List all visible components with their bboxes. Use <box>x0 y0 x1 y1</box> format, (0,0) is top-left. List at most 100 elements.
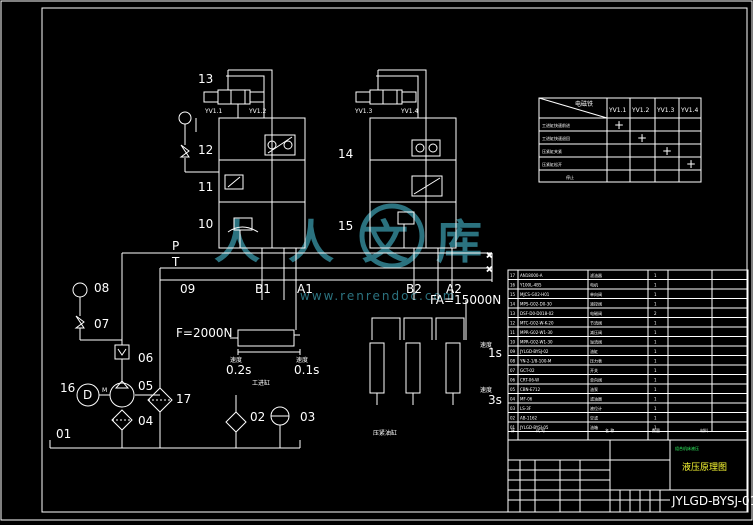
action-col-3: YV1.3 <box>656 107 674 114</box>
tank <box>49 395 301 449</box>
parts-cell-no: 09 <box>510 349 516 354</box>
label-15: 15 <box>338 219 353 233</box>
parts-cell-no: 05 <box>510 387 516 392</box>
action-col-2: YV1.2 <box>631 107 649 114</box>
parts-cell-name: 滤油器 <box>590 272 602 278</box>
watermark-text: 人人文库 <box>214 215 510 269</box>
action-row-2-label: 工进缸快速退回 <box>542 135 570 141</box>
parts-cell-name: 溢流阀 <box>590 339 602 345</box>
parts-cell-no: 08 <box>510 359 516 364</box>
valve-stack-2 <box>355 69 457 249</box>
label-13: 13 <box>198 72 213 86</box>
cylinder-1-left-value: 0.2s <box>226 363 251 377</box>
port-b1: B1 <box>255 282 271 296</box>
label-05: 05 <box>138 379 153 393</box>
parts-cell-qty: 1 <box>654 378 657 383</box>
parts-cell-name: 空滤 <box>590 415 598 421</box>
parts-cell-no: 17 <box>510 273 516 278</box>
parts-cell-qty: 1 <box>654 349 657 354</box>
parts-cell-code: YN-2-1/8-100-M <box>519 359 552 364</box>
parts-cell-name: 单向阀 <box>590 291 602 297</box>
parts-cell-no: 01 <box>510 425 516 430</box>
parts-cell-no: 04 <box>510 397 516 402</box>
header-code: 代 号 <box>536 427 545 433</box>
parts-cell-name: 减压阀 <box>590 329 602 335</box>
parts-cell-code: MTC-G02-W-K-20 <box>520 321 554 326</box>
watermark-logo-icon <box>359 203 425 269</box>
parts-cell-qty: 1 <box>654 425 657 430</box>
svg-text:✕: ✕ <box>486 265 493 274</box>
parts-cell-code: LS-3F <box>520 406 532 411</box>
parts-cell-code: AN18000-A <box>520 273 543 278</box>
parts-cell-no: 07 <box>510 368 516 373</box>
action-row-3-label: 压紧缸夹紧 <box>542 148 562 154</box>
label-12: 12 <box>198 143 213 157</box>
parts-cell-name: 油缸 <box>590 348 598 354</box>
parts-cell-qty: 1 <box>654 273 657 278</box>
cylinder-2-speed-1: 速度 <box>480 341 492 349</box>
cylinder-2-force: FA=15000N <box>430 293 501 307</box>
solenoid-yv13: YV1.3 <box>354 108 372 115</box>
port-b2: B2 <box>406 282 422 296</box>
action-row-1-label: 工进缸快速前进 <box>542 122 570 128</box>
action-mark-r2: + <box>637 131 647 145</box>
parts-cell-code: DSF-D0-D018-02 <box>520 311 554 316</box>
svg-text:✕: ✕ <box>486 251 493 260</box>
label-17: 17 <box>176 392 191 406</box>
parts-cell-code: MF-06 <box>520 397 533 402</box>
drawing-number: JYLGD-BYSJ-01 <box>671 494 753 508</box>
parts-cell-no: 10 <box>510 340 516 345</box>
parts-cell-qty: 1 <box>654 416 657 421</box>
parts-cell-code: GCT-02 <box>520 368 535 373</box>
cylinder-group-2 <box>369 300 467 405</box>
parts-cell-qty: 1 <box>654 368 657 373</box>
action-row-5-label: 停止 <box>566 174 574 180</box>
parts-cell-qty: 1 <box>654 397 657 402</box>
action-mark-r4: + <box>686 157 696 171</box>
parts-cell-name: 开关 <box>590 367 598 373</box>
parts-cell-name: 油箱 <box>590 424 598 430</box>
parts-cell-no: 13 <box>510 311 516 316</box>
parts-cell-code: Y100L-4B5 <box>519 283 542 288</box>
header-qty: 数量 <box>652 427 660 433</box>
parts-cell-no: 15 <box>510 292 516 297</box>
label-09: 09 <box>180 282 195 296</box>
parts-cell-qty: 1 <box>654 321 657 326</box>
parts-cell-qty: 1 <box>654 340 657 345</box>
cylinder-2-caption: 压紧油缸 <box>373 429 397 437</box>
parts-cell-qty: 1 <box>654 302 657 307</box>
parts-cell-name: 液控阀 <box>590 301 602 307</box>
parts-cell-qty: 1 <box>654 359 657 364</box>
label-02: 02 <box>250 410 265 424</box>
header-name: 名 称 <box>605 427 614 433</box>
solenoid-yv12: YV1.2 <box>248 108 266 115</box>
action-mark-r1: + <box>614 118 624 132</box>
parts-cell-code: AB-1162 <box>520 416 538 421</box>
parts-cell-qty: 1 <box>654 330 657 335</box>
supply-branch <box>72 253 173 448</box>
action-col-1: YV1.1 <box>608 107 626 114</box>
cylinder-2-label-3a: 3s <box>488 393 502 407</box>
action-mark-r3: + <box>662 144 672 158</box>
line-t-label: T <box>171 255 180 269</box>
parts-cell-no: 11 <box>510 330 516 335</box>
parts-cell-qty: 1 <box>654 387 657 392</box>
solenoid-yv14: YV1.4 <box>400 108 418 115</box>
label-11: 11 <box>198 180 213 194</box>
parts-cell-no: 14 <box>510 302 516 307</box>
parts-cell-qty: 2 <box>654 311 657 316</box>
solenoid-yv11: YV1.1 <box>204 108 222 115</box>
cylinder-1-force: F=2000N <box>176 326 232 340</box>
parts-cell-no: 03 <box>510 406 516 411</box>
parts-cell-code: CRT-06-W <box>520 378 539 383</box>
drawing-title: 液压原理图 <box>682 461 727 473</box>
cylinder-1-caption: 工进缸 <box>252 379 270 387</box>
parts-cell-name: 压力表 <box>590 358 602 364</box>
cylinder-1-right-label: 速度 <box>296 356 308 364</box>
inner-frame <box>41 7 748 513</box>
action-row-4-label: 压紧缸松开 <box>542 161 562 167</box>
label-08: 08 <box>94 281 109 295</box>
header-no: 序 <box>511 427 515 433</box>
cylinder-1 <box>230 329 301 355</box>
